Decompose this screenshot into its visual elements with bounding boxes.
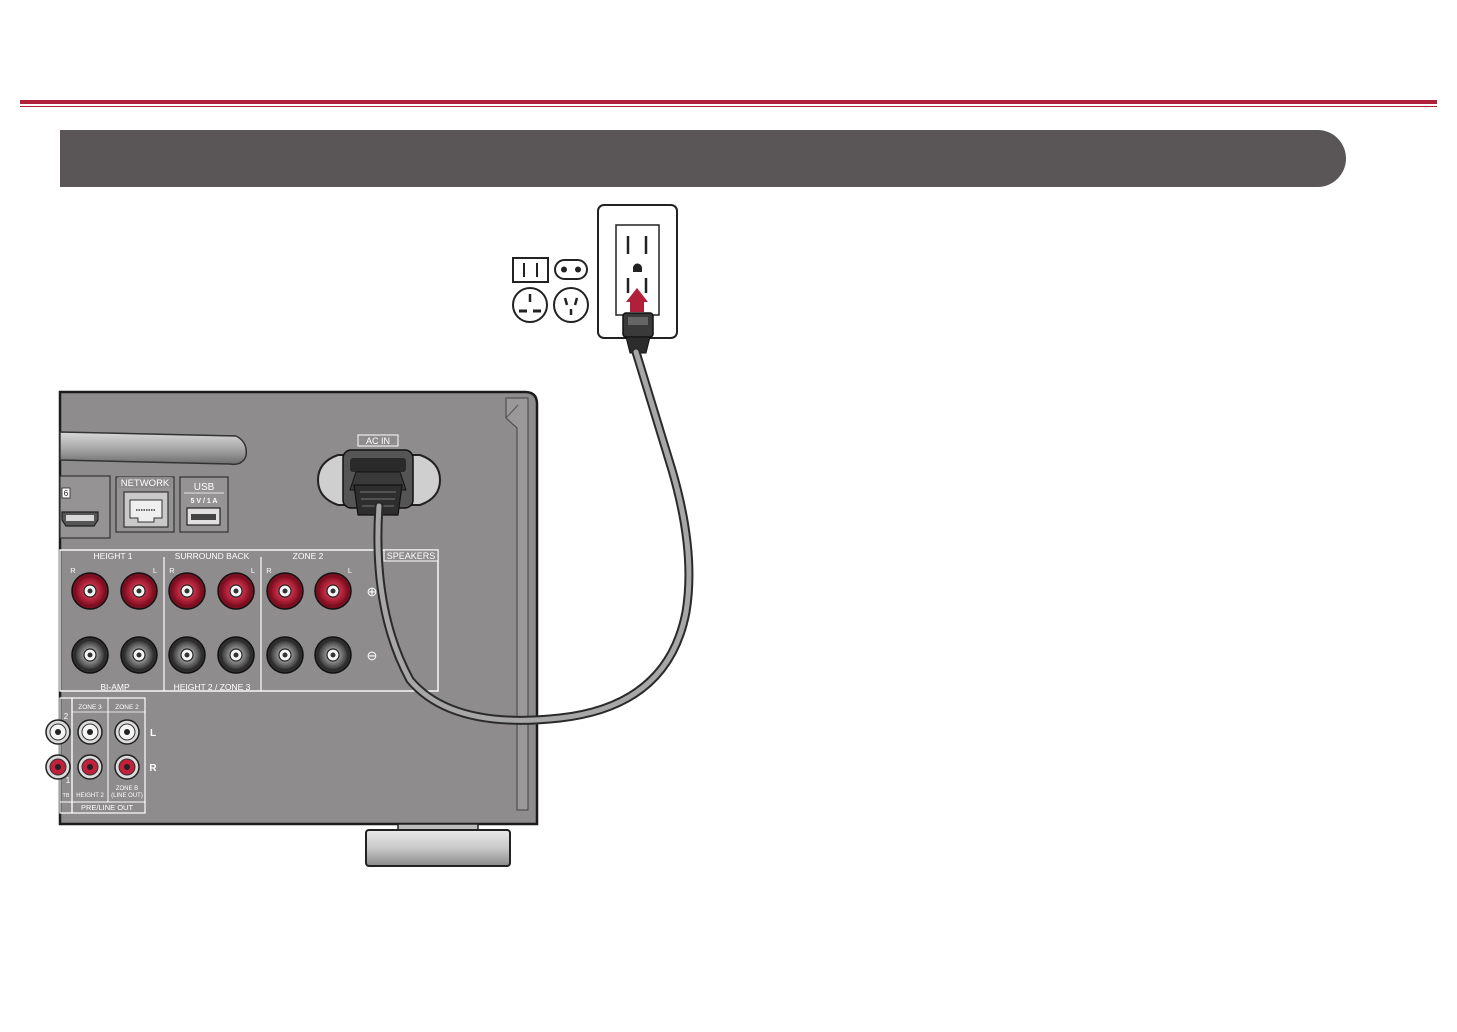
speaker-terminal-plus [169,573,205,609]
speaker-terminal-minus [218,637,254,673]
r-label: R [149,763,157,774]
minus-symbol: ⊖ [367,648,378,663]
speaker-terminal-plus [267,573,303,609]
plug-type-i-icon [554,288,588,322]
l-label: L [153,566,157,575]
antenna [60,432,246,464]
speaker-terminal-minus [267,637,303,673]
height2-zone3-label: HEIGHT 2 / ZONE 3 [174,682,251,692]
speaker-terminal-plus [218,573,254,609]
speaker-terminal-plus [121,573,157,609]
l-label: L [348,566,352,575]
rca-jack-right [46,755,70,779]
plug-type-g-icon [513,288,547,322]
receiver-foot [366,824,510,866]
l-label: L [251,566,255,575]
plug-type-icons [513,258,588,322]
hdmi-number: 6 [64,489,69,498]
speaker-terminal-plus [315,573,351,609]
usb-label: USB [194,482,215,493]
usb-rating: 5 V / 1 A [191,498,218,505]
rca-jack-left [115,720,139,744]
receiver-rear-panel: 6 NETWORK USB 5 V / 1 A AC IN [46,392,537,824]
wall-outlet [598,205,677,353]
plug-type-a-icon [513,258,548,282]
num1-label: 1 [66,776,71,785]
l-label: L [150,728,156,739]
rca-jack-left [78,720,102,744]
speaker-terminal-minus [169,637,205,673]
zone3-label: ZONE 3 [78,704,102,711]
rca-jack-left [46,720,70,744]
line-out-label: (LINE OUT) [111,793,143,799]
zone2-label: ZONE 2 [115,704,139,711]
zone2-label: ZONE 2 [293,551,324,561]
rca-jack-right [115,755,139,779]
bi-amp-label: BI-AMP [100,682,130,692]
hdmi-port-group: 6 [60,476,110,538]
pre-line-out-label: PRE/LINE OUT [81,803,134,812]
speaker-terminal-plus [72,573,108,609]
num2-label: 2 [64,712,69,721]
zoneb-label: ZONE B [116,786,138,792]
ac-in-label: AC IN [366,436,390,446]
sub-tb-label: TB [62,793,69,799]
height2-label: HEIGHT 2 [76,793,104,799]
speaker-terminal-minus [315,637,351,673]
plus-symbol: ⊕ [367,584,378,599]
plug-type-c-icon [555,260,587,279]
network-port-group: NETWORK [116,477,174,532]
network-label: NETWORK [121,478,170,489]
speaker-terminal-minus [72,637,108,673]
usb-port-group: USB 5 V / 1 A [180,477,228,532]
r-label: R [70,566,76,575]
speakers-label: SPEAKERS [387,551,436,561]
surround-back-label: SURROUND BACK [175,551,250,561]
height1-label: HEIGHT 1 [93,551,132,561]
speaker-terminal-minus [121,637,157,673]
r-label: R [169,566,175,575]
r-label: R [266,566,272,575]
rca-jack-right [78,755,102,779]
